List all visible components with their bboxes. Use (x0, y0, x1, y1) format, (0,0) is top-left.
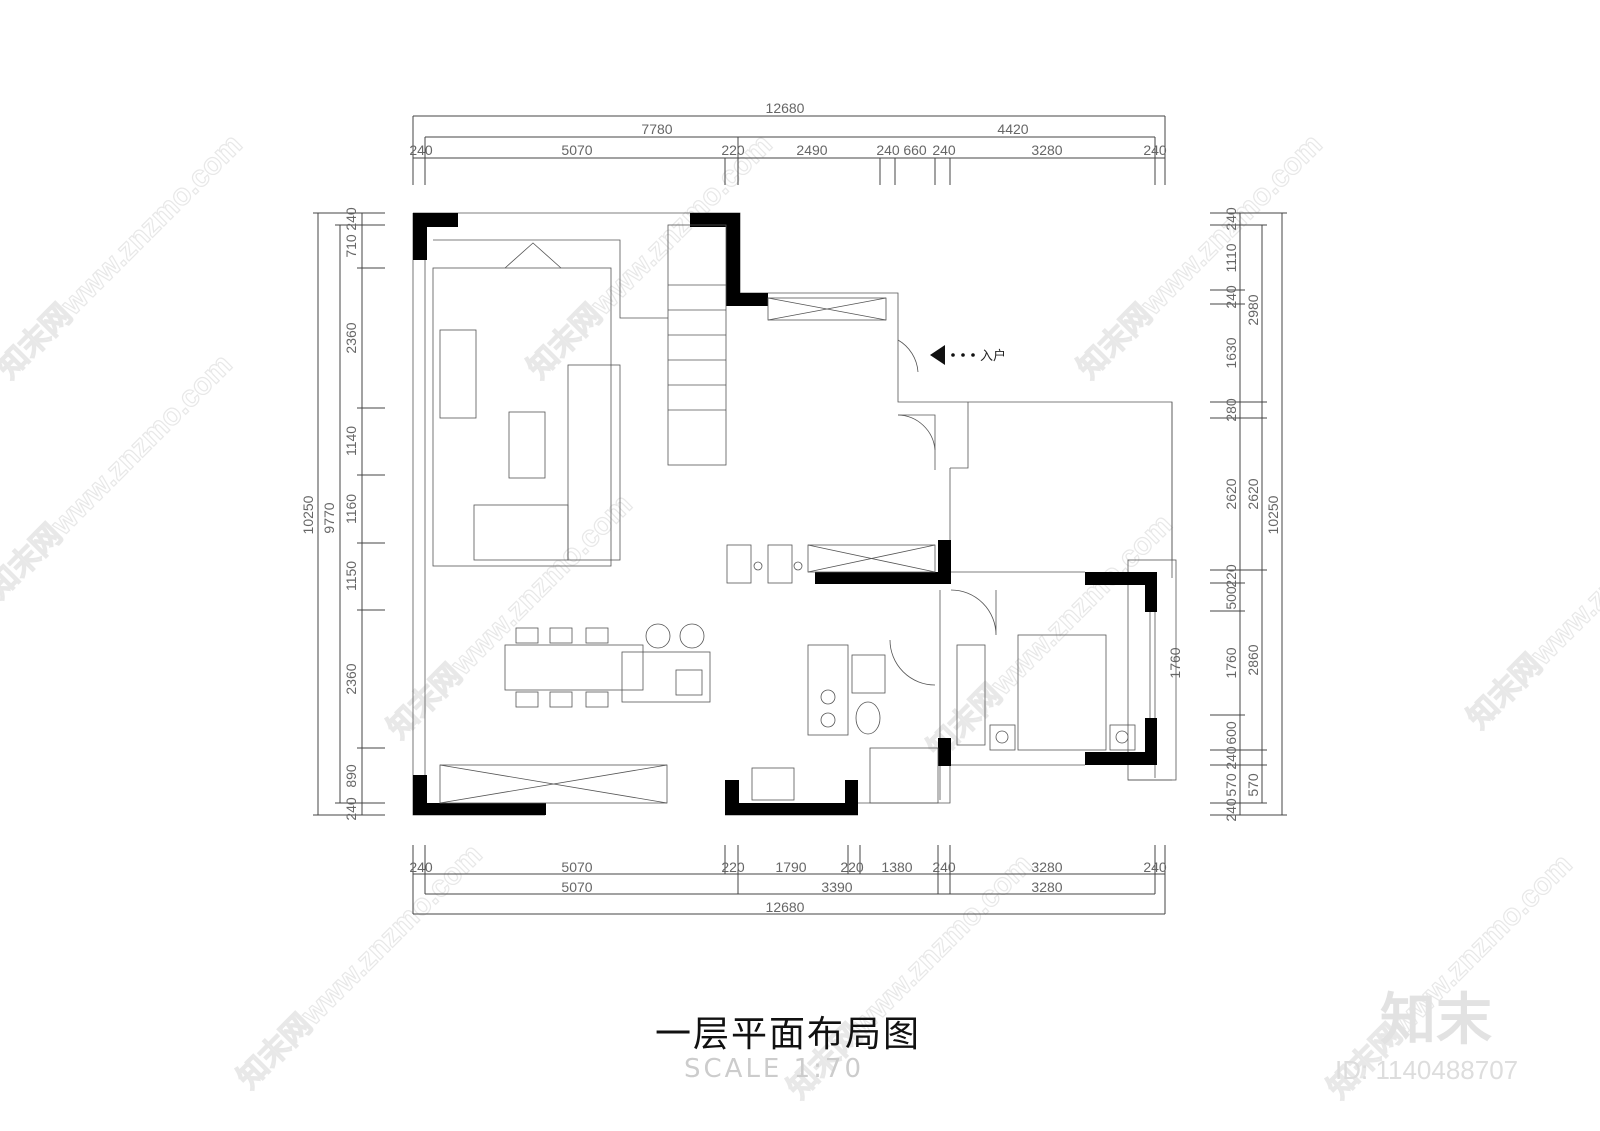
dim-label: 1140 (343, 426, 359, 456)
dim-label: 10250 (1265, 495, 1281, 534)
dim-label: 5070 (561, 142, 592, 158)
watermark-text: 知末网www.znzmo.com (922, 508, 1179, 765)
dim-label: 240 (932, 142, 956, 158)
dim-label: 570 (1223, 773, 1239, 797)
dim-label: 220 (1223, 564, 1239, 588)
dim-label: 240 (1223, 746, 1239, 770)
watermark-text: 知末网www.znzmo.com (382, 488, 639, 745)
tv-cabinet (439, 329, 477, 419)
dim-label: 240 (1143, 142, 1167, 158)
dim-label: 280 (1223, 398, 1239, 422)
dim-label: 2360 (343, 322, 359, 353)
dim-label: 570 (1245, 773, 1261, 797)
dim-label: 12680 (766, 100, 805, 116)
dim-label: 710 (343, 234, 359, 258)
dim-label: 2980 (1245, 294, 1261, 325)
dim-label: 660 (903, 142, 927, 158)
watermarks: 知末网www.znzmo.com 知末网www.znzmo.com 知末网www… (0, 127, 1600, 1105)
toilet (855, 701, 881, 735)
dim-label: 9770 (321, 502, 337, 533)
cabinet (807, 544, 936, 573)
dim-label: 240 (343, 207, 359, 231)
dim-label: 1760 (1223, 647, 1239, 678)
watermark-id: ID: 1140488707 (1335, 1055, 1519, 1085)
watermark-logo: 知末 (1380, 987, 1492, 1053)
dim-label: 240 (1223, 798, 1239, 822)
dim-label: 240 (343, 797, 359, 821)
watermark-text: 知末网www.znzmo.com (1462, 478, 1600, 735)
dim-label: 1160 (343, 494, 359, 524)
watermark-text: 知末网www.znzmo.com (0, 128, 249, 385)
kitchen-cabinet (439, 764, 668, 804)
wardrobe (956, 644, 986, 746)
structural-columns (413, 213, 1157, 815)
dimension-labels: 12680 7780 4420 240 5070 220 2490 240 66… (300, 100, 1281, 915)
dim-label: 600 (1223, 721, 1239, 745)
kitchen-island (621, 651, 711, 703)
watermark-text: 知末网www.znzmo.com (0, 348, 239, 605)
entrance-label: 入户 (980, 348, 1006, 364)
shower (869, 747, 939, 804)
dim-label: 5070 (561, 859, 592, 875)
dim-label: 3280 (1031, 879, 1062, 895)
dining-table (504, 644, 644, 691)
dim-label: 240 (876, 142, 900, 158)
dim-label: 2620 (1223, 478, 1239, 509)
dim-label: 1630 (1223, 337, 1239, 368)
dim-label: 3280 (1031, 142, 1062, 158)
counter (807, 644, 849, 736)
dim-label: 1150 (343, 561, 359, 591)
dim-label: 1760 (1167, 647, 1183, 678)
furniture (432, 224, 1136, 804)
dim-label: 500 (1223, 586, 1239, 610)
dim-label: 4420 (997, 121, 1028, 137)
dim-label: 240 (1223, 207, 1239, 231)
dim-label: 2360 (343, 663, 359, 694)
washbasin (851, 654, 886, 694)
dim-label: 220 (840, 859, 864, 875)
dim-label: 12680 (766, 899, 805, 915)
drawing-title: 一层平面布局图 (655, 1014, 922, 1055)
dim-label: 2490 (796, 142, 827, 158)
dim-label: 7780 (641, 121, 672, 137)
bed (1017, 634, 1107, 751)
watermark-text: 知末网www.znzmo.com (1072, 128, 1329, 385)
sink (675, 669, 703, 696)
dim-label: 1110 (1223, 243, 1239, 272)
shoe-cabinet (767, 297, 887, 321)
dim-label: 3280 (1031, 859, 1062, 875)
living-rug (432, 267, 612, 567)
dim-label: 240 (932, 859, 956, 875)
dim-label: 3390 (821, 879, 852, 895)
dim-label: 5070 (561, 879, 592, 895)
watermark-text: 知末网www.znzmo.com (232, 838, 489, 1095)
staircase (667, 224, 727, 466)
dim-label: 890 (343, 764, 359, 788)
dim-label: 240 (1143, 859, 1167, 875)
dim-label: 10250 (300, 495, 316, 534)
dim-label: 2620 (1245, 478, 1261, 509)
sofa-section (473, 504, 569, 561)
dim-label: 220 (721, 142, 745, 158)
dim-label: 2860 (1245, 644, 1261, 675)
dim-label: 240 (409, 142, 433, 158)
drawing-scale: SCALE 1:70 (684, 1054, 865, 1084)
dim-label: 1380 (881, 859, 912, 875)
kitchen-sink (751, 767, 795, 801)
dim-label: 240 (1223, 285, 1239, 309)
dim-label: 220 (721, 859, 745, 875)
dimension-lines (313, 115, 1287, 915)
dim-label: 1790 (775, 859, 806, 875)
sofa (567, 364, 621, 561)
coffee-table (508, 411, 546, 479)
dim-label: 240 (409, 859, 433, 875)
entrance-marker: 入户 (930, 345, 1006, 365)
